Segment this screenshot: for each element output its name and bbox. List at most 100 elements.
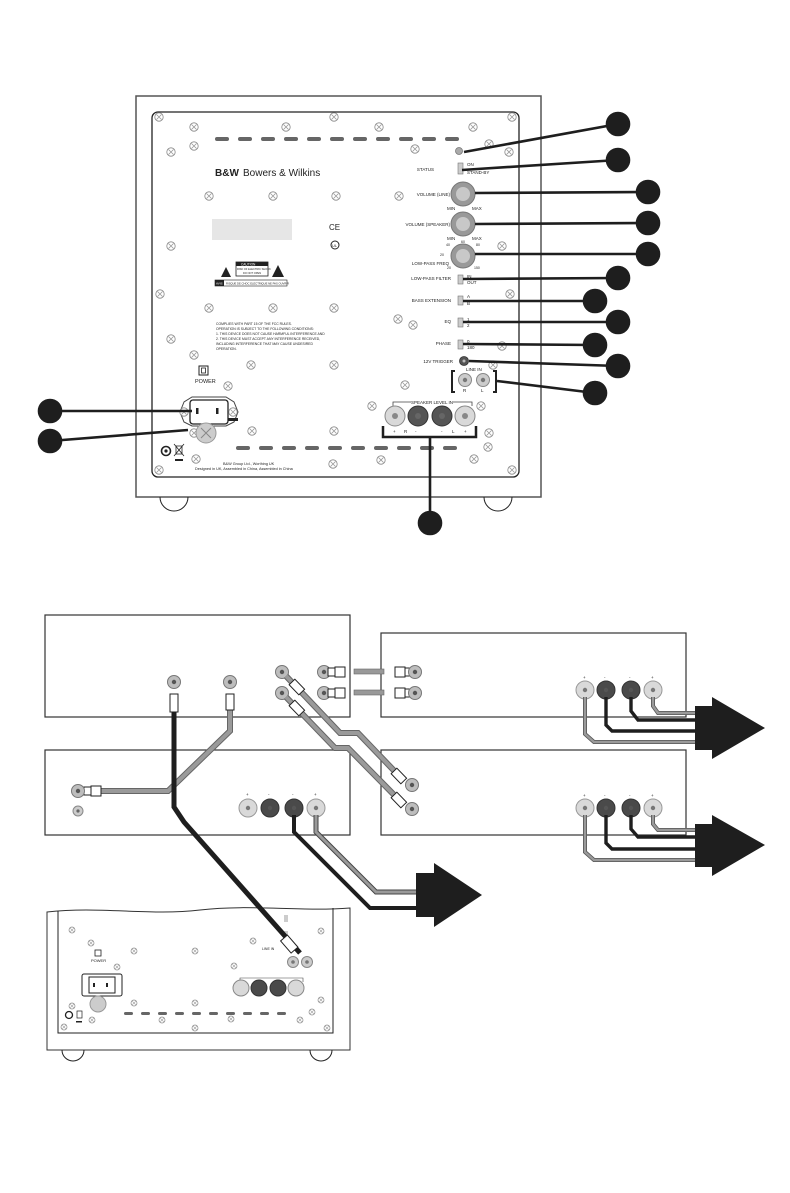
amplifier-terminals: + - - + <box>238 792 326 818</box>
svg-text:L: L <box>452 429 455 434</box>
callout-4 <box>635 210 661 236</box>
svg-text:20: 20 <box>447 266 451 270</box>
amp2-speaker-cables <box>583 815 700 862</box>
svg-text:+: + <box>464 429 467 434</box>
amplifier-in-jack <box>71 784 85 798</box>
fcc-statement: COMPLIES WITH PART 15 OF THE FCC RULES. … <box>216 322 325 351</box>
callout-7 <box>582 288 608 314</box>
volume-line-knob[interactable] <box>450 181 476 207</box>
vent-slots-bottom <box>236 446 457 450</box>
lowpass-freq-knob[interactable] <box>450 243 476 269</box>
line-in-r-jack[interactable] <box>458 373 472 387</box>
svg-text:40: 40 <box>446 243 450 247</box>
callout-12 <box>37 398 63 424</box>
volume-speaker-min: MIN <box>447 236 455 241</box>
rear-panel-figure: B&W Bowers & Wilkins CE UL CAUTION RISK … <box>37 95 661 536</box>
connection-figure: + - - + + - - + <box>44 614 765 1062</box>
svg-text:OPERATION IS SUBJECT TO THE FO: OPERATION IS SUBJECT TO THE FOLLOWING CO… <box>216 327 314 331</box>
eq-option-1: 1 <box>467 317 470 322</box>
svg-text:-: - <box>441 429 443 434</box>
bass-extension-b: B <box>467 301 470 306</box>
amp2-in-jack-1 <box>405 778 419 792</box>
callout-2 <box>605 147 631 173</box>
speaker-terminal-l-minus[interactable] <box>431 405 453 427</box>
svg-text:+: + <box>393 429 396 434</box>
exclamation-warning-icon <box>272 265 284 277</box>
lowpass-filter-out: OUT <box>467 280 477 285</box>
maker-line-1: B&W Group Ltd., Worthing UK <box>223 462 275 466</box>
callout-6 <box>605 265 631 291</box>
svg-text:60: 60 <box>461 240 465 244</box>
svg-text:2. THIS DEVICE MUST ACCEPT ANY: 2. THIS DEVICE MUST ACCEPT ANY INTERFERE… <box>216 337 320 341</box>
line-in-label: LINE IN <box>466 367 482 372</box>
eq-switch[interactable] <box>457 317 464 328</box>
svg-text:RISK OF ELECTRIC SHOCK: RISK OF ELECTRIC SHOCK <box>237 267 271 271</box>
caution-label: CAUTION RISK OF ELECTRIC SHOCK DO NOT OP… <box>214 261 289 287</box>
weee-bin-icon <box>173 443 185 461</box>
svg-text:-: - <box>604 675 606 680</box>
mains-inlet[interactable] <box>179 396 239 427</box>
trigger-jack[interactable] <box>459 356 469 366</box>
bass-extension-label: BASS EXTENSION <box>412 298 451 303</box>
svg-text:20: 20 <box>440 253 444 257</box>
compliance-icons <box>160 443 185 461</box>
callout-1 <box>605 111 631 137</box>
serial-label-area <box>212 219 292 240</box>
ce-mark: CE <box>329 223 340 232</box>
lowpass-filter-switch[interactable] <box>457 274 464 285</box>
eq-label: EQ <box>444 319 451 324</box>
foot-left <box>159 496 189 512</box>
speaker-terminal-r-plus[interactable] <box>384 405 406 427</box>
speaker-terminal-l-plus[interactable] <box>454 405 476 427</box>
svg-text:R: R <box>404 429 408 434</box>
callout-9 <box>582 332 608 358</box>
svg-text:INCLUDING INTERFERENCE THAT MA: INCLUDING INTERFERENCE THAT MAY CAUSE UN… <box>216 342 313 346</box>
foot-right <box>483 496 513 512</box>
svg-text:-: - <box>268 792 270 797</box>
svg-text:RISQUE DE CHOC ELECTRIQUE NE P: RISQUE DE CHOC ELECTRIQUE NE PAS OUVRIR <box>226 282 289 286</box>
speaker-output-arrow-1 <box>416 863 482 927</box>
svg-text:DO NOT OPEN: DO NOT OPEN <box>243 271 261 275</box>
speaker-terminal-r-minus[interactable] <box>407 405 429 427</box>
power-switch[interactable] <box>198 365 209 376</box>
bass-extension-switch[interactable] <box>457 295 464 306</box>
brand-mark: B&W <box>215 168 239 179</box>
callout-10 <box>605 353 631 379</box>
phase-label: PHASE <box>436 341 451 346</box>
svg-text:-: - <box>629 793 631 798</box>
status-label: STATUS <box>417 167 434 172</box>
status-standby-label: STAND-BY <box>467 170 489 175</box>
ground-screw[interactable] <box>195 422 217 444</box>
lowpass-freq-ticks: 40 60 80 20 20 150 <box>440 240 480 270</box>
preamp-sub-out-jack <box>167 675 181 689</box>
callout-5 <box>635 241 661 267</box>
volume-speaker-max: MAX <box>472 236 482 241</box>
line-in-l-jack[interactable] <box>476 373 490 387</box>
speaker-level-label: SPEAKER LEVEL IN <box>411 400 453 405</box>
speaker-output-arrow-2 <box>695 697 765 759</box>
vent-slots-top <box>215 137 459 141</box>
bass-extension-a: A <box>467 294 470 299</box>
svg-text:-: - <box>604 793 606 798</box>
svg-text:COMPLIES WITH PART 15 OF THE F: COMPLIES WITH PART 15 OF THE FCC RULES. <box>216 322 292 326</box>
line-in-bracket <box>451 370 497 393</box>
svg-text:-: - <box>629 675 631 680</box>
svg-text:CAUTION: CAUTION <box>241 262 256 266</box>
power-amp-1-box <box>380 632 687 718</box>
svg-text:150: 150 <box>474 266 480 270</box>
status-switch[interactable] <box>457 162 464 175</box>
volume-speaker-knob[interactable] <box>450 211 476 237</box>
lowpass-freq-label: LOW-PASS FREQ <box>412 261 450 266</box>
svg-text:UL: UL <box>332 243 338 248</box>
svg-text:LINE IN: LINE IN <box>262 947 275 951</box>
callout-3 <box>635 179 661 205</box>
phase-switch[interactable] <box>457 339 464 350</box>
preamp-out-jack-2 <box>223 675 237 689</box>
svg-text:-: - <box>415 429 417 434</box>
cable-preamp-to-amp1 <box>327 666 413 699</box>
svg-text:+: + <box>314 792 317 797</box>
status-on-label: ON <box>467 162 474 167</box>
svg-text:+: + <box>651 793 654 798</box>
amp1-terminals: + - - + <box>575 675 663 700</box>
speaker-level-marks: + R - - L + <box>393 429 467 434</box>
